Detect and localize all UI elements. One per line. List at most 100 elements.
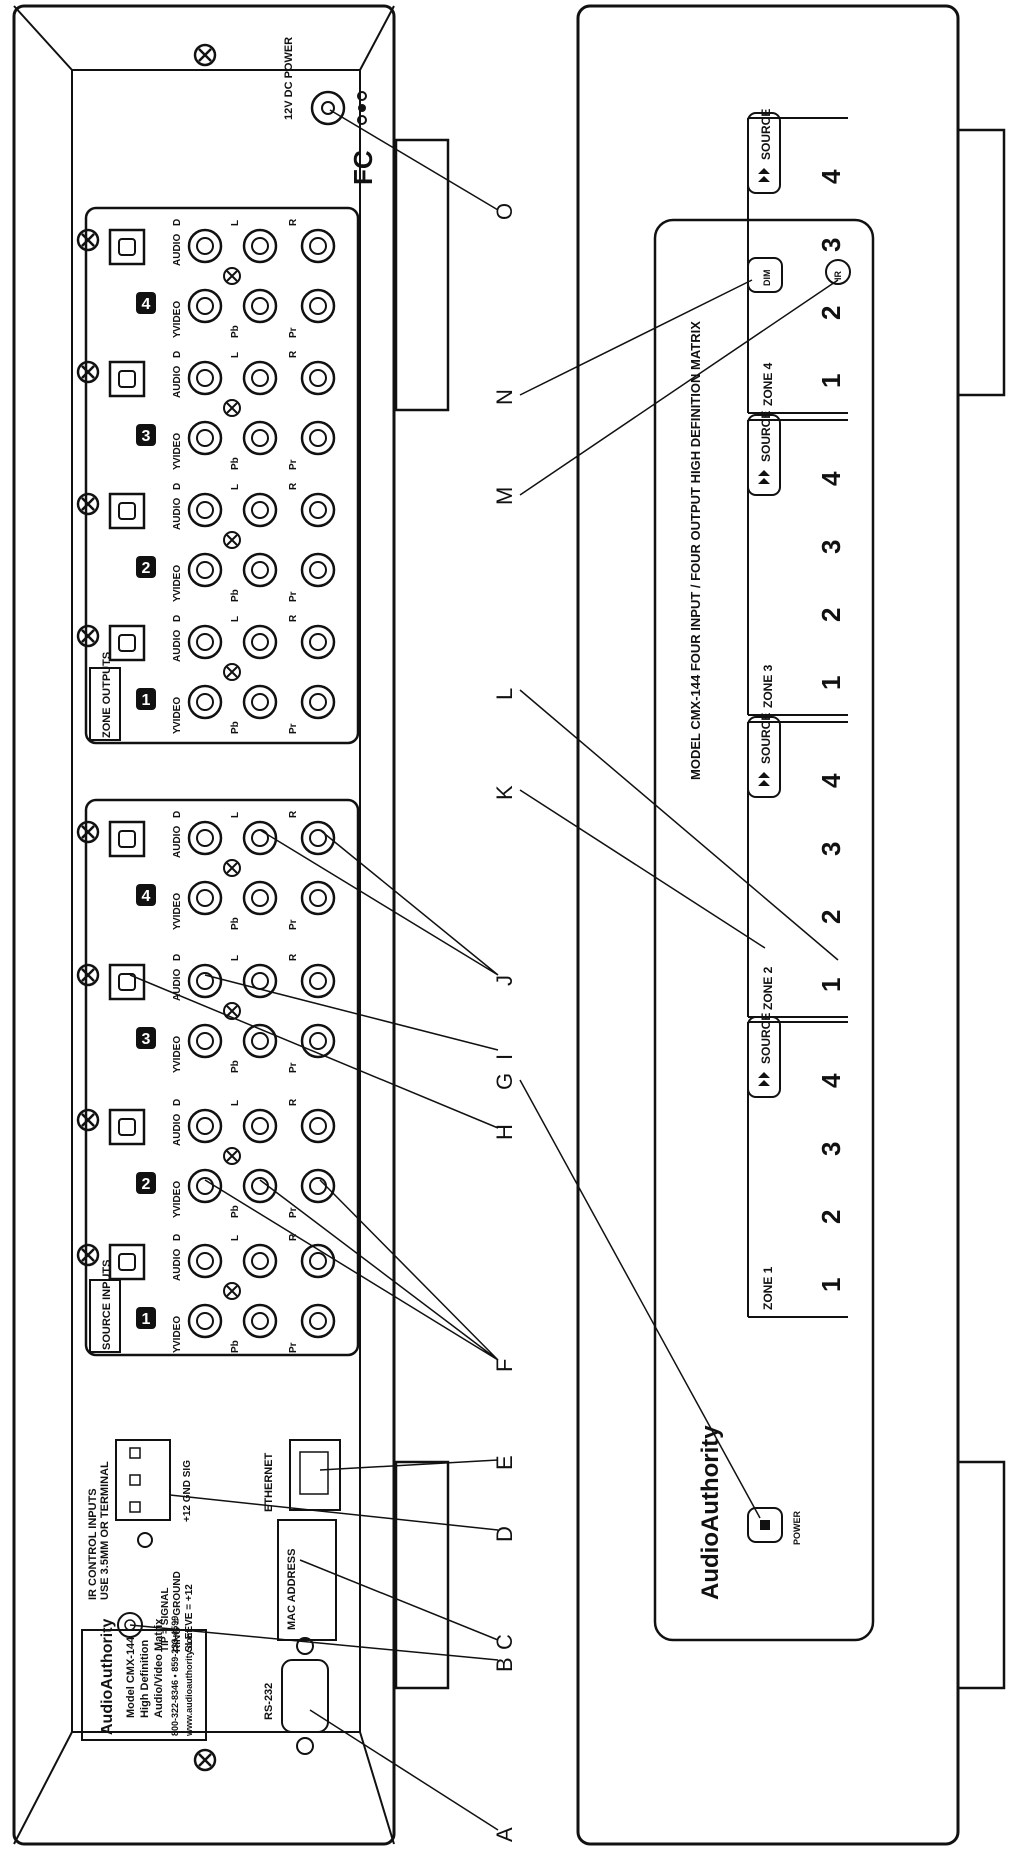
screw-icon <box>76 360 100 384</box>
jack-audio-label: AUDIO <box>172 969 183 1001</box>
jack-video-label: VIDEO <box>172 565 183 596</box>
screw-icon <box>223 859 241 877</box>
jack-pb-label: Pb <box>230 917 241 930</box>
zone-source-button-2[interactable]: 2 <box>816 608 846 622</box>
rca-jack-icon <box>300 492 336 528</box>
rca-jack-icon <box>300 552 336 588</box>
jack-pr-label: Pr <box>288 459 299 470</box>
jack-r-label: R <box>288 218 299 226</box>
jack-r-label: R <box>288 1233 299 1241</box>
jack-pb-label: Pb <box>230 589 241 602</box>
jack-d-label: D <box>172 954 183 961</box>
jack-pb-label: Pb <box>230 1205 241 1218</box>
rca-jack-icon <box>300 624 336 660</box>
zone-source-button-4[interactable]: 4 <box>816 471 846 486</box>
zone-source-button-1[interactable]: 1 <box>816 676 846 690</box>
callout-c: C <box>492 1634 517 1650</box>
power-button[interactable] <box>747 1507 783 1543</box>
leader-h <box>129 974 499 1129</box>
source-button[interactable] <box>747 112 781 194</box>
jack-pr-label: Pr <box>288 1062 299 1073</box>
ir-subtitle: USE 3.5MM OR TERMINAL <box>99 1461 111 1600</box>
rear-recess <box>71 69 361 1733</box>
callout-a: A <box>492 1827 517 1842</box>
rca-jack-icon <box>242 1168 278 1204</box>
leader-n <box>519 279 753 396</box>
zone-source-button-2[interactable]: 2 <box>816 306 846 320</box>
screw-icon <box>223 399 241 417</box>
screw-icon <box>223 663 241 681</box>
zone-source-button-3[interactable]: 3 <box>816 238 846 252</box>
rca-jack-icon <box>242 492 278 528</box>
jack-y-label: Y <box>172 331 183 338</box>
channel-number-badge <box>136 1027 156 1049</box>
jack-d-label: D <box>172 615 183 622</box>
jack-y-label: Y <box>172 463 183 470</box>
jack-pr-label: Pr <box>288 1342 299 1353</box>
rca-jack-icon <box>187 228 223 264</box>
model-title: MODEL CMX-144 FOUR INPUT / FOUR OUTPUT H… <box>688 321 703 780</box>
rca-jack-icon <box>242 684 278 720</box>
jack-video-label: VIDEO <box>172 1036 183 1067</box>
jack-video-label: VIDEO <box>172 697 183 728</box>
power-label: 12V DC POWER <box>283 37 295 120</box>
rca-jack-icon <box>300 228 336 264</box>
jack-d-label: D <box>172 219 183 226</box>
callout-h: H <box>492 1124 517 1140</box>
ethernet-port-icon <box>289 1439 341 1511</box>
rca-jack-icon <box>300 1168 336 1204</box>
rca-jack-icon <box>187 420 223 456</box>
channel-number: 3 <box>142 1031 151 1048</box>
zone-source-button-3[interactable]: 3 <box>816 1142 846 1156</box>
jack-video-label: VIDEO <box>172 1181 183 1212</box>
zone-source-button-2[interactable]: 2 <box>816 1210 846 1224</box>
terminal-pin <box>129 1501 141 1513</box>
terminal-pins-label: +12 GND SIG <box>182 1460 193 1522</box>
zone-source-button-4[interactable]: 4 <box>816 1073 846 1088</box>
source-label: SOURCE <box>759 109 773 160</box>
zone-source-button-3[interactable]: 3 <box>816 842 846 856</box>
rca-jack-icon <box>242 1108 278 1144</box>
source-button[interactable] <box>747 716 781 798</box>
zone-source-button-1[interactable]: 1 <box>816 1278 846 1292</box>
model-line-3: Audio/Video Matrix <box>153 1618 165 1718</box>
jack-y-label: Y <box>172 1211 183 1218</box>
rca-jack-icon <box>300 684 336 720</box>
leader-j <box>259 829 499 976</box>
leader-m <box>519 279 839 496</box>
chassis-bevels <box>13 5 395 1845</box>
screw-icon <box>223 531 241 549</box>
jack-pb-label: Pb <box>230 721 241 734</box>
source-label: SOURCE <box>759 1013 773 1064</box>
channel-number: 4 <box>142 296 151 313</box>
jack-l-label: L <box>230 1235 241 1241</box>
screw-icon <box>76 492 100 516</box>
rca-jack-icon <box>242 1023 278 1059</box>
zone-source-button-1[interactable]: 1 <box>816 374 846 388</box>
zone-label: ZONE 4 <box>761 362 775 406</box>
front-panel: MODEL CMX-144 FOUR INPUT / FOUR OUTPUT H… <box>576 4 1006 1846</box>
jack-pr-label: Pr <box>288 1207 299 1218</box>
zone-4-controls: ZONE 4 SOURCE 1 2 3 4 <box>747 109 848 414</box>
jack-audio-label: AUDIO <box>172 498 183 530</box>
optical-port-icon <box>108 360 146 398</box>
callout-b: B <box>492 1657 517 1672</box>
zone-source-button-2[interactable]: 2 <box>816 910 846 924</box>
zone-source-button-1[interactable]: 1 <box>816 978 846 992</box>
screw-icon <box>76 624 100 648</box>
source-button[interactable] <box>747 414 781 496</box>
rca-jack-icon <box>187 492 223 528</box>
ir-note-2: RING = GROUND <box>172 1571 183 1652</box>
optical-port-icon <box>108 963 146 1001</box>
zone-source-button-3[interactable]: 3 <box>816 540 846 554</box>
screw-icon <box>76 228 100 252</box>
rca-jack-icon <box>242 820 278 856</box>
rca-jack-icon <box>187 963 223 999</box>
rear-chassis <box>12 4 396 1846</box>
zone-source-button-4[interactable]: 4 <box>816 169 846 184</box>
zone-source-button-4[interactable]: 4 <box>816 773 846 788</box>
